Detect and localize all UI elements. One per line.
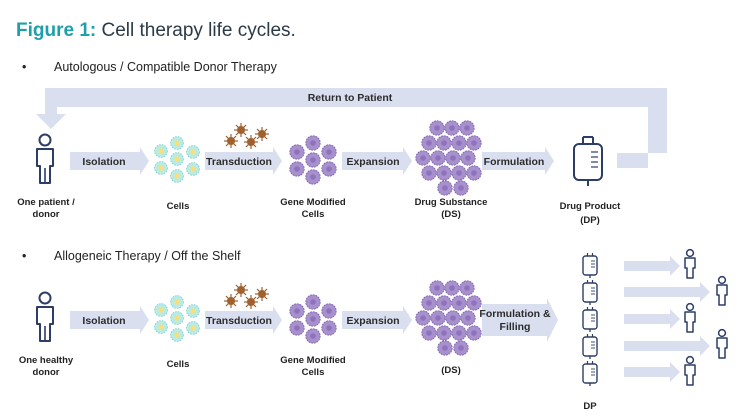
expansion-label: Expansion xyxy=(346,315,399,327)
isolation-arrow xyxy=(70,147,149,175)
bullet-dot: • xyxy=(22,60,27,74)
transduction-label: Transduction xyxy=(206,315,272,327)
ds-caption: (DS) xyxy=(441,365,461,376)
virus-icon xyxy=(223,282,270,310)
gm-caption-line1: Gene Modified xyxy=(280,197,346,208)
transduction-arrow xyxy=(205,306,282,334)
distribution-arrow xyxy=(624,256,680,276)
recipient-person-icon xyxy=(716,275,728,306)
figure-title-text: Cell therapy life cycles. xyxy=(96,20,296,41)
donor-caption-line1: One healthy xyxy=(19,355,74,366)
isolation-arrow xyxy=(70,306,149,334)
isolation-label: Isolation xyxy=(82,156,125,168)
recipient-person-icon xyxy=(716,328,728,359)
transduction-arrow xyxy=(205,147,282,175)
donor-caption-line2: donor xyxy=(33,367,60,378)
return-to-patient-arrow xyxy=(36,88,667,168)
iv-bag-icon xyxy=(582,360,598,387)
iv-bag-icon xyxy=(582,306,598,333)
recipient-person-icon xyxy=(684,302,696,333)
virus-icon xyxy=(223,122,270,150)
patient-caption-line2: donor xyxy=(33,209,60,220)
iv-bag-icon xyxy=(582,279,598,306)
formulation-arrow xyxy=(482,147,554,175)
autologous-heading: • Autologous / Compatible Donor Therapy xyxy=(22,60,277,74)
formulation-label: Formulation xyxy=(484,156,545,168)
gene-modified-cells-icon xyxy=(289,294,337,344)
formulation-filling-arrow xyxy=(482,298,558,342)
allogeneic-heading: • Allogeneic Therapy / Off the Shelf xyxy=(22,249,240,263)
distribution-arrow xyxy=(624,309,680,329)
gm-caption-line2: Cells xyxy=(302,367,325,378)
distribution-arrow xyxy=(624,336,710,356)
cells-caption: Cells xyxy=(167,201,190,212)
gm-caption-line2: Cells xyxy=(302,209,325,220)
allogeneic-heading-text: Allogeneic Therapy / Off the Shelf xyxy=(54,249,241,263)
iv-bag-icon xyxy=(582,252,598,279)
ds-caption-line2: (DS) xyxy=(441,209,461,220)
expansion-arrow xyxy=(342,147,412,175)
donor-person-icon xyxy=(36,291,54,342)
formulation-filling-label-line2: Filling xyxy=(500,321,531,333)
expansion-label: Expansion xyxy=(346,156,399,168)
iv-bag-icon xyxy=(582,333,598,360)
gm-caption-line1: Gene Modified xyxy=(280,355,346,366)
distribution-arrow xyxy=(624,362,680,382)
expansion-arrow xyxy=(342,306,412,334)
recipient-person-icon xyxy=(684,248,696,279)
cells-icon xyxy=(154,295,200,342)
distribution-arrow xyxy=(624,282,710,302)
transduction-label: Transduction xyxy=(206,156,272,168)
isolation-label: Isolation xyxy=(82,315,125,327)
recipient-person-icon xyxy=(684,355,696,386)
cells-icon xyxy=(154,136,200,183)
ds-caption-line1: Drug Substance xyxy=(415,197,488,208)
bullet-dot: • xyxy=(22,249,27,263)
dp-caption-line1: Drug Product xyxy=(560,201,622,212)
autologous-heading-text: Autologous / Compatible Donor Therapy xyxy=(54,60,277,74)
dp-caption: DP xyxy=(583,401,597,412)
formulation-filling-label-line1: Formulation & xyxy=(479,308,551,320)
figure-title: Figure 1: Cell therapy life cycles. xyxy=(16,20,296,42)
return-to-patient-label: Return to Patient xyxy=(308,92,393,104)
drug-substance-cells-icon xyxy=(415,120,482,196)
dp-bags-column xyxy=(582,252,598,387)
gene-modified-cells-icon xyxy=(289,135,337,185)
patient-caption-line1: One patient / xyxy=(17,197,75,208)
drug-substance-cells-icon xyxy=(415,280,482,356)
iv-bag-icon xyxy=(573,136,603,187)
cells-caption: Cells xyxy=(167,359,190,370)
patient-person-icon xyxy=(36,133,54,184)
figure-label: Figure 1: xyxy=(16,20,97,41)
dp-caption-line2: (DP) xyxy=(580,215,600,226)
